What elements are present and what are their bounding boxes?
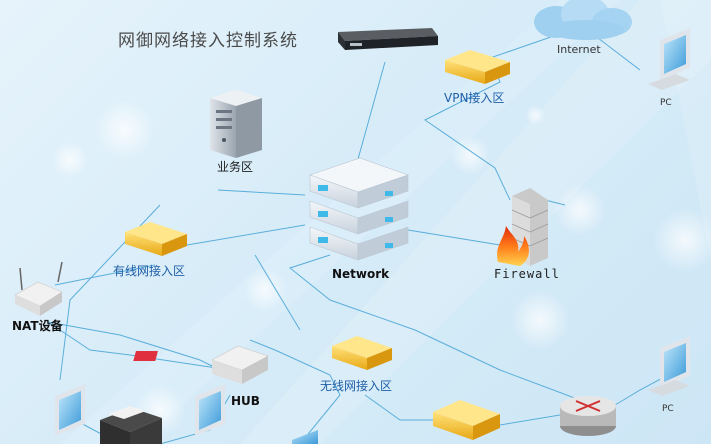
nat-device-label: NAT设备 bbox=[12, 319, 63, 333]
server-tower-icon bbox=[210, 90, 262, 158]
printer-icon bbox=[100, 406, 162, 444]
pc-bottom-left-icon bbox=[55, 384, 85, 436]
pc-bottom-icon bbox=[648, 336, 690, 396]
router-icon bbox=[560, 396, 616, 436]
nat-router-icon bbox=[14, 261, 63, 316]
bottom-switch-icon bbox=[433, 400, 500, 440]
network-label: Network bbox=[332, 267, 390, 281]
internet-label: Internet bbox=[557, 43, 601, 56]
pc-top-label: PC bbox=[660, 98, 672, 108]
internet-cloud-icon bbox=[534, 0, 632, 40]
business-zone-label: 业务区 bbox=[217, 160, 254, 174]
vpn-switch-icon bbox=[445, 50, 510, 84]
control-appliance-icon bbox=[338, 28, 438, 50]
wired-zone-label: 有线网接入区 bbox=[113, 264, 186, 278]
hub-label: HUB bbox=[231, 394, 260, 408]
wired-switch-icon bbox=[125, 222, 187, 256]
firewall-icon bbox=[497, 188, 549, 266]
diagram-title: 网御网络接入控制系统 bbox=[118, 31, 298, 51]
bokeh bbox=[52, 100, 711, 436]
wireless-switch-icon bbox=[332, 336, 392, 370]
pc-bottom-center-icon bbox=[292, 430, 318, 444]
firewall-label: Firewall bbox=[494, 267, 560, 281]
wireless-zone-label: 无线网接入区 bbox=[320, 379, 393, 393]
hub-icon bbox=[133, 345, 269, 384]
network-core-icon bbox=[309, 157, 409, 261]
pc-bottom-label: PC bbox=[662, 404, 674, 414]
pc-top-icon bbox=[648, 28, 690, 90]
pc-hub-icon bbox=[195, 384, 225, 436]
vpn-zone-label: VPN接入区 bbox=[444, 91, 505, 105]
